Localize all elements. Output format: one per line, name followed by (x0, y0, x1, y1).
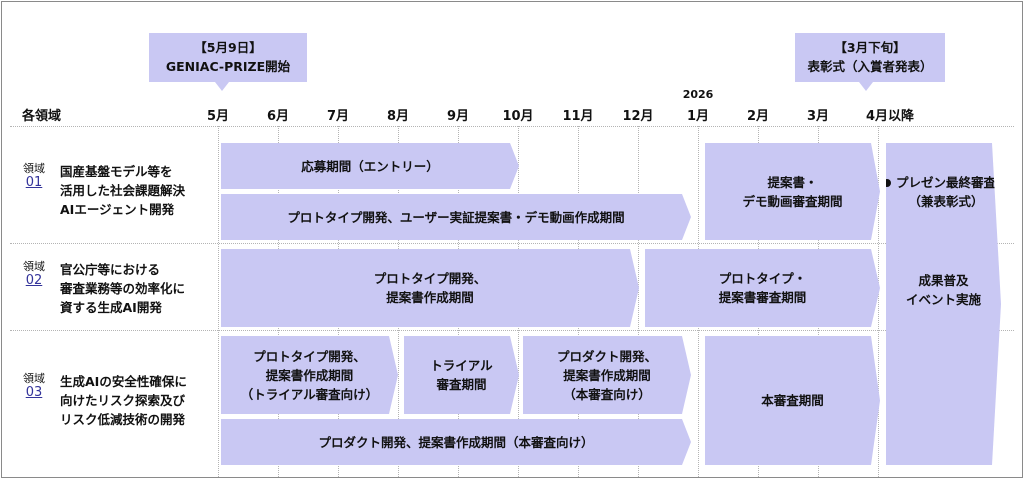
domain-number: 02 (25, 273, 43, 288)
bar-label: 提案書・ (767, 174, 818, 190)
month-label: 8月 (386, 109, 410, 124)
domain-tag-03: 領域 03 (20, 372, 48, 400)
month-label: 9月 (446, 109, 470, 124)
month-label: 4月以降 (866, 109, 915, 124)
bar-d2-review-period: プロトタイプ・ 提案書審査期間 (645, 249, 880, 327)
domain-title-line: 活用した社会課題解決 (60, 183, 186, 198)
bar-label: 成果普及 (918, 273, 969, 288)
bar-label: プロトタイプ・ (718, 271, 807, 286)
bar-d3-prototype-period: プロトタイプ開発、 提案書作成期間 （トライアル審査向け） (221, 336, 398, 414)
month-label: 1月 (686, 109, 710, 124)
callout-start-date: 【5月9日】 (194, 40, 262, 55)
bar-label: 審査期間 (436, 377, 487, 392)
bar-label: プレゼン最終審査 (895, 175, 996, 190)
domain-title-line: 向けたリスク探索及び (60, 393, 186, 408)
domain-title-03: 生成AIの安全性確保に 向けたリスク探索及び リスク低減技術の開発 (60, 372, 187, 429)
bar-label: プロトタイプ開発、ユーザー実証提案書・デモ動画作成期間 (287, 209, 625, 225)
domain-tag-02: 領域 02 (20, 260, 48, 288)
month-label: 5月 (206, 109, 230, 124)
domain-title-line: リスク低減技術の開発 (60, 412, 186, 427)
bar-label: プロダクト開発、 (556, 348, 657, 364)
domain-title-02: 官公庁等における 審査業務等の効率化に 資する生成AI開発 (60, 260, 185, 317)
domain-title-line: AIエージェント開発 (60, 202, 175, 217)
bar-final-phase: プレゼン最終審査 （兼表彰式） 成果普及 イベント実施 (886, 143, 1001, 465)
month-label: 7月 (326, 109, 350, 124)
domain-title-line: 生成AIの安全性確保に (60, 374, 187, 389)
bar-d3-main-review: 本審査期間 (705, 336, 880, 465)
domain-number: 01 (25, 175, 43, 190)
bar-label: 提案書作成期間 (265, 367, 354, 383)
domain-title-line: 資する生成AI開発 (60, 300, 162, 315)
bar-label: （兼表彰式） (908, 194, 984, 209)
bar-label: 提案書審査期間 (718, 290, 807, 305)
callout-start: 【5月9日】 GENIAC-PRIZE開始 (149, 33, 307, 91)
domain-word: 領域 (23, 372, 45, 385)
domain-tag-01: 領域 01 (20, 162, 48, 190)
bar-d3-product-long-period: プロダクト開発、提案書作成期間（本審査向け） (221, 419, 691, 465)
bar-label: トライアル (430, 358, 493, 373)
bar-label: プロトタイプ開発、 (253, 348, 366, 364)
bar-label: デモ動画審査期間 (742, 193, 843, 209)
bar-label: 提案書作成期間 (386, 290, 474, 305)
bar-d1-prototype-period: プロトタイプ開発、ユーザー実証提案書・デモ動画作成期間 (221, 194, 691, 240)
month-label: 3月 (806, 109, 830, 124)
domain-title-line: 国産基盤モデル等を (60, 164, 173, 179)
row-divider (10, 243, 1014, 244)
bar-label: プロダクト開発、提案書作成期間（本審査向け） (318, 434, 594, 450)
bar-label: 応募期間（エントリー） (301, 158, 439, 174)
bar-label: （本審査向け） (563, 386, 651, 402)
domain-title-01: 国産基盤モデル等を 活用した社会課題解決 AIエージェント開発 (60, 162, 185, 219)
gridline (638, 126, 639, 477)
callout-award-text: 表彰式（入賞者発表） (807, 59, 933, 74)
domain-word: 領域 (23, 162, 45, 175)
month-label: 6月 (266, 109, 290, 124)
bar-d3-trial-review: トライアル 審査期間 (404, 336, 519, 414)
month-label: 2月 (746, 109, 770, 124)
month-label: 10月 (502, 109, 534, 124)
domain-column-header: 各領域 (22, 109, 62, 124)
domain-number: 03 (25, 385, 43, 400)
year-label: 2026 (682, 88, 714, 101)
bar-label: イベント実施 (905, 292, 981, 307)
final-review-block: プレゼン最終審査 （兼表彰式） (891, 173, 996, 211)
final-event-block: 成果普及 イベント実施 (906, 271, 981, 309)
bar-d3-product-period: プロダクト開発、 提案書作成期間 （本審査向け） (523, 336, 691, 414)
gridline (878, 126, 879, 477)
bar-d2-prototype-period: プロトタイプ開発、 提案書作成期間 (221, 249, 639, 327)
gridline (218, 126, 219, 477)
callout-award-date: 【3月下旬】 (834, 40, 906, 55)
bar-label: プロトタイプ開発、 (373, 271, 487, 286)
month-label: 12月 (622, 109, 654, 124)
row-divider (10, 330, 1014, 331)
domain-title-line: 官公庁等における (60, 262, 161, 277)
row-divider (10, 126, 1014, 127)
month-label: 11月 (562, 109, 594, 124)
domain-title-line: 審査業務等の効率化に (60, 281, 186, 296)
bar-label: 本審査期間 (761, 393, 824, 408)
callout-award: 【3月下旬】 表彰式（入賞者発表） (795, 33, 945, 91)
bar-d1-review-period: 提案書・ デモ動画審査期間 (705, 143, 880, 240)
bar-label: （トライアル審査向け） (240, 386, 379, 402)
bar-d1-entry-period: 応募期間（エントリー） (221, 143, 519, 189)
callout-start-text: GENIAC-PRIZE開始 (165, 59, 291, 74)
domain-word: 領域 (23, 260, 45, 273)
bar-label: 提案書作成期間 (563, 367, 651, 383)
bullet-dot-icon (883, 179, 891, 187)
